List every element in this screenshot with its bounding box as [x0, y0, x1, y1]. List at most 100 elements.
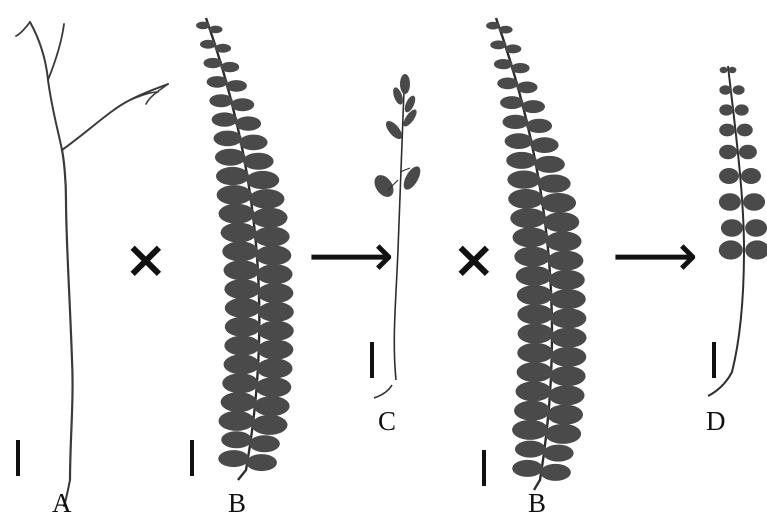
pinna-leaflet — [733, 85, 745, 95]
pinna-leaflet — [239, 135, 267, 151]
pinna-leaflet — [219, 204, 255, 224]
pinna-leaflet — [224, 336, 260, 356]
pinna-leaflet — [719, 193, 741, 211]
pinna-leaflet — [214, 131, 242, 147]
pinna-leaflet — [534, 156, 565, 173]
pinna-leaflet — [226, 80, 247, 92]
scale-bars — [16, 342, 716, 486]
pinna-leaflet — [518, 324, 554, 344]
pinna-leaflet — [516, 381, 552, 401]
pinna-leaflet — [719, 168, 739, 184]
pinna-leaflet — [221, 431, 252, 448]
label-specimen-c: C — [378, 408, 396, 435]
pinna-leaflet — [235, 116, 261, 130]
scale-bar-c — [370, 342, 374, 378]
pinna-leaflet — [249, 435, 280, 452]
pinna-leaflet — [209, 26, 223, 34]
pinna-leaflet — [737, 124, 753, 137]
pinna-leaflet — [743, 193, 765, 211]
pinna-leaflet — [550, 366, 586, 386]
pinna-leaflet — [720, 67, 728, 73]
pinna-leaflet — [246, 454, 277, 471]
scale-bar-b1 — [190, 440, 194, 476]
pinna-leaflet — [545, 424, 581, 444]
pinna-leaflet — [499, 26, 513, 34]
pinna-leaflet — [546, 231, 582, 251]
scale-bar-d — [712, 342, 716, 378]
pinna-leaflet — [490, 40, 506, 49]
pinna-leaflet — [745, 219, 767, 237]
pinna-leaflet — [508, 189, 543, 209]
pinna-leaflet — [254, 227, 290, 247]
pinna-leaflet — [512, 420, 548, 440]
pinna-leaflet — [541, 193, 576, 213]
cross-symbol-1: × — [124, 234, 168, 286]
pinna-leaflet — [514, 401, 550, 421]
pinna-leaflet — [507, 170, 540, 188]
pinna-leaflet — [505, 133, 533, 149]
pinna-leaflet — [215, 149, 246, 166]
pinna-leaflet — [212, 112, 238, 126]
pinna-leaflet — [516, 82, 537, 94]
pinna-leaflet — [216, 167, 249, 185]
pinna-leaflet — [719, 85, 731, 95]
label-specimen-d: D — [706, 408, 726, 435]
pinna-leaflet — [549, 385, 585, 405]
pinna-leaflet — [728, 67, 736, 73]
pinna-leaflet — [494, 59, 513, 69]
specimen-b2-frond — [486, 18, 586, 490]
pinna-leaflet — [538, 174, 571, 192]
pinna-leaflet — [224, 279, 260, 299]
pinna-leaflet — [547, 405, 583, 425]
pinna-leaflet — [719, 240, 743, 259]
pinna-leaflet — [246, 171, 279, 189]
pinna-leaflet — [225, 298, 261, 318]
pinna-leaflet — [739, 145, 757, 159]
pinna-leaflet — [209, 94, 232, 107]
pinna-leaflet — [719, 124, 735, 137]
pinna-leaflet — [741, 168, 761, 184]
label-specimen-a: A — [52, 490, 72, 517]
pinna-leaflet — [735, 104, 749, 115]
pinna-leaflet — [550, 308, 586, 328]
pinna-leaflet — [530, 137, 558, 153]
pinna-leaflet — [231, 98, 254, 111]
pinna-leaflet — [219, 411, 255, 431]
pinna-leaflet — [196, 22, 210, 30]
pinna-leaflet — [258, 321, 294, 341]
pinna-leaflet — [217, 185, 252, 205]
pinna-leaflet — [517, 285, 553, 305]
pinna-leaflet — [511, 63, 530, 73]
scale-bar-a — [16, 440, 20, 476]
pinna-leaflet — [517, 362, 553, 382]
pinna-leaflet — [515, 441, 546, 458]
specimen-d-frond — [708, 66, 767, 396]
pinna-leaflet — [252, 208, 288, 228]
pinna-leaflet — [543, 212, 579, 232]
pinna-leaflet — [486, 22, 500, 30]
pinna-leaflet — [249, 189, 284, 209]
pinna-leaflet — [497, 78, 518, 90]
pinna-leaflet — [540, 464, 571, 481]
pinna-leaflet — [257, 264, 293, 284]
pinna-leaflet — [254, 396, 290, 416]
pinna-leaflet — [547, 251, 583, 271]
pinna-leaflet — [200, 40, 216, 49]
pinna-leaflet — [516, 266, 552, 286]
scale-bar-b2 — [482, 450, 486, 486]
pinna-leaflet — [252, 415, 288, 435]
pinna-leaflet — [215, 44, 231, 53]
pinna-leaflet — [719, 145, 737, 159]
pinna-leaflet — [517, 343, 553, 363]
pinna-leaflet — [517, 304, 553, 324]
pinna-leaflet — [550, 289, 586, 309]
label-specimen-b1: B — [228, 490, 246, 517]
pinna-leaflet — [522, 100, 545, 113]
pinna-leaflet — [543, 445, 574, 462]
pinna-leaflet — [218, 450, 249, 467]
pinna-leaflet — [207, 76, 228, 88]
pinna-leaflet — [745, 240, 767, 259]
pinna-leaflet — [255, 377, 291, 397]
pinna-leaflet — [721, 219, 743, 237]
